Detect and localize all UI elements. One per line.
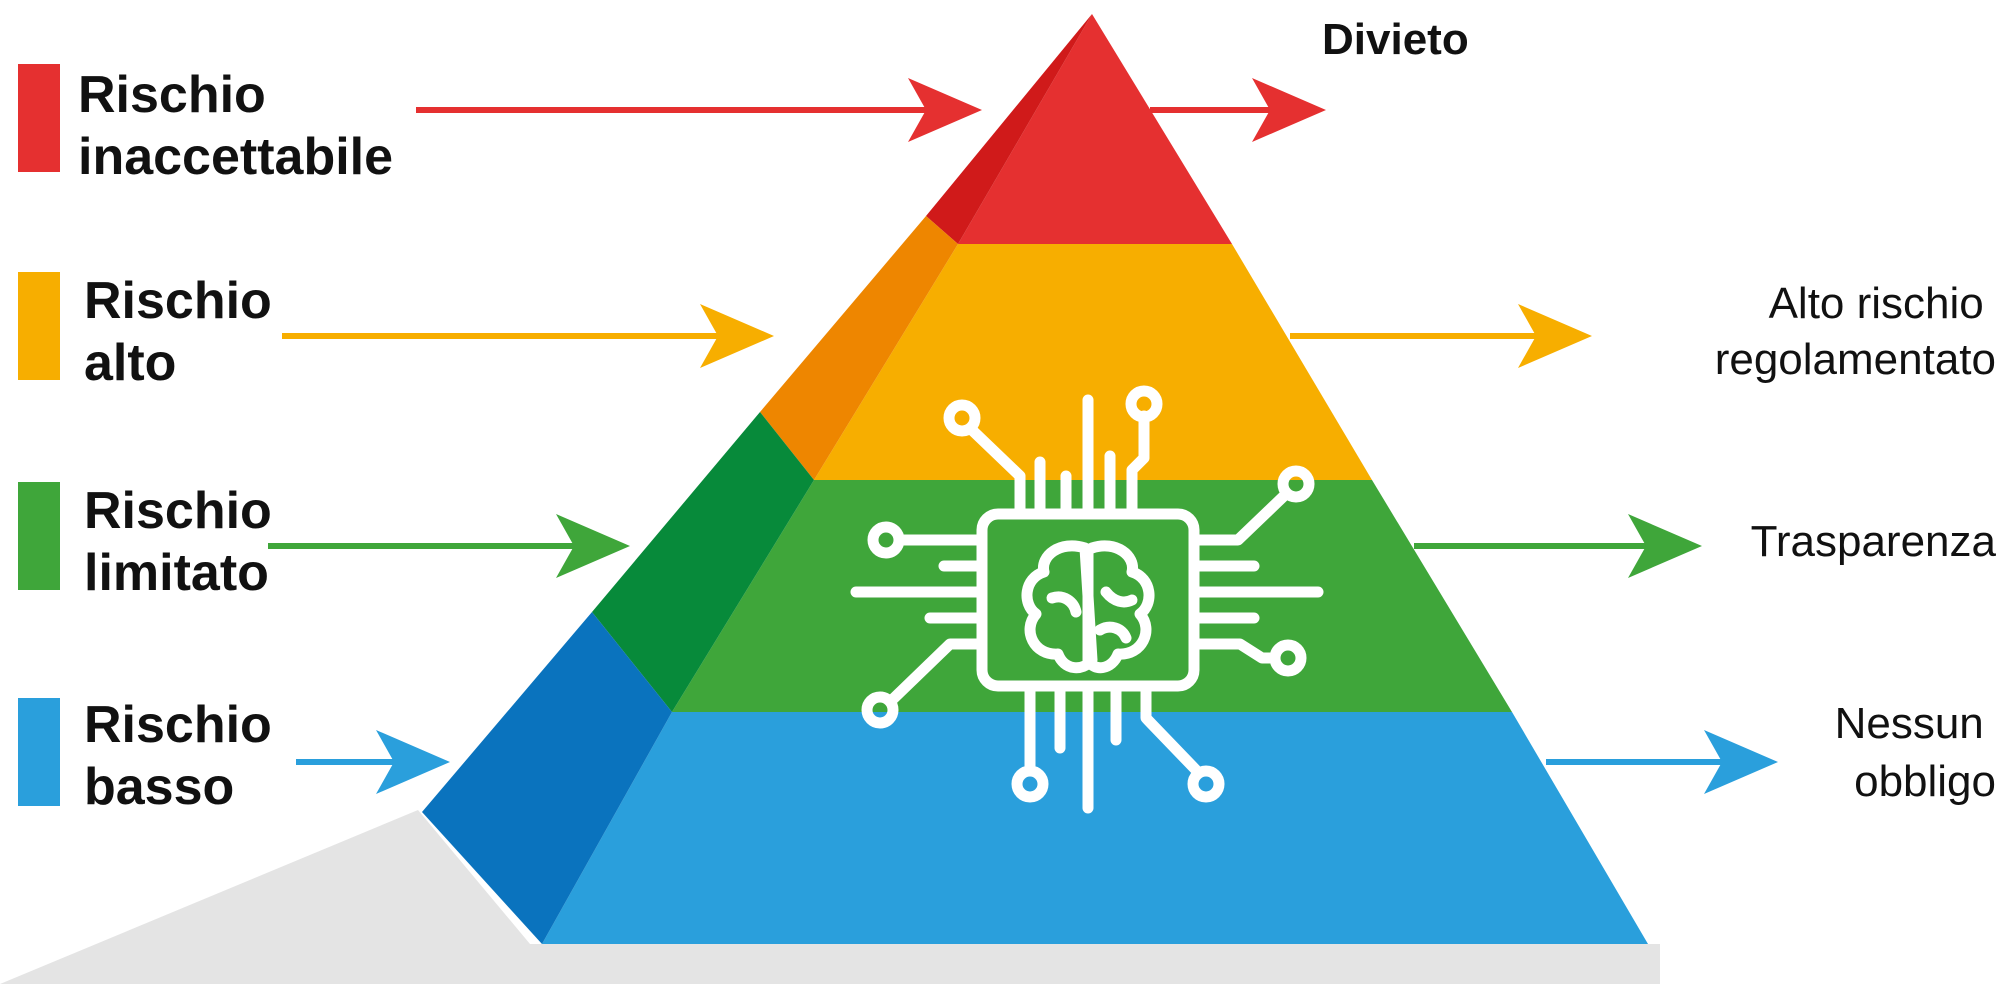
arrow-right-low	[1546, 730, 1778, 794]
left-label-limited: Rischio limitato	[84, 482, 286, 602]
right-label-low-line1: Nessun	[1835, 699, 1984, 748]
arrow-right-high	[1290, 304, 1592, 368]
left-label-high-line1: Rischio	[84, 272, 272, 330]
right-label-high: Alto rischio regolamentato	[1715, 279, 1996, 384]
left-label-limited-line2: limitato	[84, 544, 269, 602]
right-label-unacceptable: Divieto	[1322, 15, 1469, 64]
tier-front-low	[542, 712, 1648, 944]
tier-side-low	[422, 612, 672, 944]
swatch-limited	[18, 482, 60, 590]
tier-front-unacceptable	[958, 14, 1232, 244]
swatch-unacceptable	[18, 64, 60, 172]
left-label-low-line1: Rischio	[84, 696, 272, 754]
swatch-low	[18, 698, 60, 806]
right-label-low: Nessun obbligo	[1835, 699, 1996, 806]
left-label-unacceptable-line1: Rischio	[78, 66, 266, 124]
left-label-limited-line1: Rischio	[84, 482, 272, 540]
ai-chip-brain-icon	[850, 385, 1324, 814]
arrow-right-unacceptable	[1150, 78, 1326, 142]
floor-shadow	[0, 810, 1660, 984]
swatch-high	[18, 272, 60, 380]
left-label-low: Rischio basso	[84, 696, 286, 816]
arrow-left-low	[296, 730, 450, 794]
arrow-right-limited	[1414, 514, 1702, 578]
right-label-limited: Trasparenza	[1751, 517, 1997, 566]
left-label-high-line2: alto	[84, 334, 176, 392]
right-label-low-line2: obbligo	[1854, 757, 1996, 806]
left-label-high: Rischio alto	[84, 272, 286, 392]
left-label-unacceptable-line2: inaccettabile	[78, 128, 393, 186]
arrow-left-unacceptable	[416, 78, 982, 142]
left-label-unacceptable: Rischio inaccettabile	[78, 66, 393, 186]
arrow-left-limited	[268, 514, 630, 578]
left-label-low-line2: basso	[84, 758, 234, 816]
right-label-high-line1: Alto rischio	[1769, 279, 1984, 328]
tier-side-unacceptable	[926, 14, 1092, 244]
right-label-high-line2: regolamentato	[1715, 335, 1996, 384]
tier-side-limited	[592, 412, 814, 712]
tier-side-high	[760, 216, 958, 480]
arrow-left-high	[282, 304, 774, 368]
